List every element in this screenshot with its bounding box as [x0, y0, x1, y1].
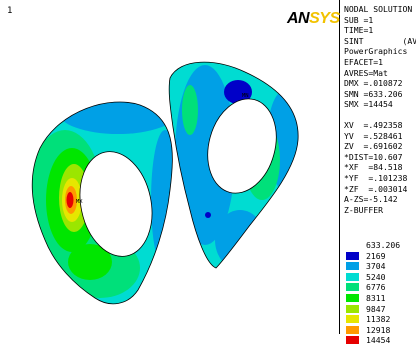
info-line: NODAL SOLUTION: [344, 4, 413, 14]
info-line: PowerGraphics: [344, 46, 408, 57]
mx-label: MX: [76, 199, 83, 205]
logo-sys-text: SYS: [309, 10, 340, 27]
legend-row: 12918: [344, 325, 416, 336]
legend-row: 14454: [344, 335, 416, 346]
info-line: *YF =.101238: [344, 172, 408, 183]
info-line: TIME=1: [344, 25, 374, 36]
info-line: *XF =84.518: [344, 162, 403, 173]
legend-swatch: [346, 293, 359, 302]
legend-swatch: [346, 262, 359, 271]
legend-row: 11382: [344, 314, 416, 325]
legend-swatch: [346, 336, 359, 345]
legend-min-row: 633.206: [344, 240, 416, 251]
info-line: XV =.492358: [344, 119, 403, 130]
legend-value: 14454: [366, 335, 391, 346]
info-line: SUB =1: [344, 14, 374, 25]
left-hole: [79, 151, 153, 257]
info-line: YV =.528461: [344, 130, 403, 141]
contour-plot[interactable]: MX MN: [0, 0, 340, 334]
window-number: 1: [7, 6, 13, 16]
right-hole: [207, 98, 277, 194]
legend-value: 2169: [366, 250, 386, 261]
graphics-viewport[interactable]: 1 ANSYS: [0, 0, 340, 334]
legend-swatch: [346, 272, 359, 281]
info-line: *DIST=10.607: [344, 151, 403, 162]
info-line: SMN =633.206: [344, 88, 403, 99]
legend-value: 6776: [366, 282, 386, 293]
ansys-logo: ANSYS: [287, 10, 340, 28]
info-gap: [344, 110, 416, 120]
legend-row: 6776: [344, 282, 416, 293]
legend-value: 11382: [366, 314, 391, 325]
legend-row: 3704: [344, 261, 416, 272]
left-shell: MX: [31, 101, 173, 305]
info-line: DMX =.010872: [344, 78, 403, 89]
legend-swatch: [346, 304, 359, 313]
info-line: AVRES=Mat: [344, 67, 388, 78]
legend-min-label: 633.206: [366, 240, 401, 250]
legend-row: 5240: [344, 272, 416, 283]
legend-swatch: [346, 325, 359, 334]
legend-value: 12918: [366, 324, 391, 335]
legend-value: 3704: [366, 261, 386, 272]
legend-value: 9847: [366, 303, 386, 314]
info-line: ZV =.691602: [344, 141, 403, 152]
right-shell: MN: [168, 61, 299, 269]
logo-an-text: AN: [287, 10, 310, 27]
info-line: Z-BUFFER: [344, 204, 383, 215]
info-line: SMX =14454: [344, 99, 393, 110]
info-line: *ZF =.003014: [344, 183, 408, 194]
mn-label: MN: [242, 93, 249, 99]
info-line: EFACET=1: [344, 56, 383, 67]
legend-row: 9847: [344, 304, 416, 315]
info-line: SINT (AVG): [344, 35, 416, 46]
info-line: A-ZS=-5.142: [344, 194, 398, 205]
legend-row: 8311: [344, 293, 416, 304]
legend-value: 5240: [366, 271, 386, 282]
legend-swatch: [346, 283, 359, 292]
legend-value: 8311: [366, 292, 386, 303]
legend-swatch: [346, 251, 359, 260]
legend-swatch: [346, 315, 359, 324]
legend-row: 2169: [344, 251, 416, 262]
